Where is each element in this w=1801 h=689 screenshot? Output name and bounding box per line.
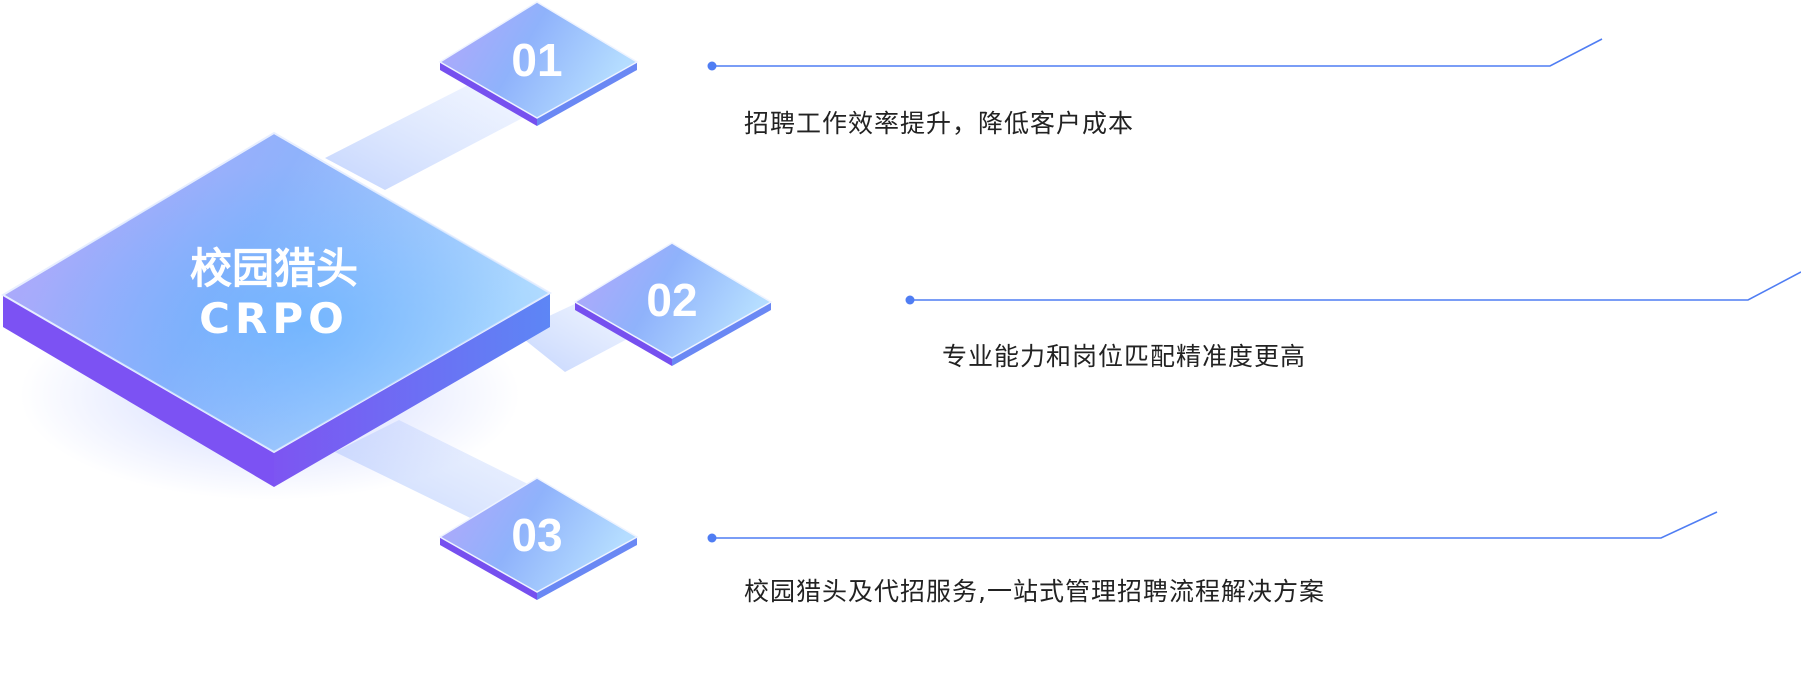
description-01: 招聘工作效率提升，降低客户成本: [744, 109, 1135, 138]
center-block-glow: [3, 133, 550, 452]
callout-dot-03: [707, 533, 717, 543]
tile-02-number: 02: [646, 274, 697, 326]
tile-01-side-left: [440, 62, 537, 126]
tile-03-top: [438, 477, 639, 593]
callout-dot-01: [707, 61, 717, 71]
tile-01-side-right: [537, 62, 637, 126]
tile-03-side-left: [440, 537, 537, 600]
tile-02-side-left: [575, 302, 672, 366]
number-tile-03: 03: [438, 477, 639, 600]
callout-line-02: [910, 271, 1801, 301]
description-02: 专业能力和岗位匹配精准度更高: [942, 342, 1307, 371]
callout-dot-02: [905, 295, 915, 305]
tile-01-top: [438, 1, 639, 119]
tile-02-side-right: [672, 302, 771, 366]
tile-03-number: 03: [511, 509, 562, 561]
center-block: 校园猎头 CRPO: [1, 131, 552, 487]
tile-01-number: 01: [511, 34, 562, 86]
center-block-side-left: [3, 295, 274, 487]
center-block-side-right: [274, 293, 550, 487]
number-tile-01: 01: [438, 1, 639, 126]
center-title: 校园猎头: [190, 244, 358, 293]
connector-beam-01: [325, 82, 534, 190]
center-subtitle: CRPO: [199, 294, 349, 343]
tile-02-top: [573, 242, 773, 359]
callout-line-03: [712, 511, 1718, 539]
callout-line-01: [712, 38, 1603, 67]
number-tile-02: 02: [573, 242, 773, 366]
tile-03-side-right: [537, 537, 637, 600]
description-03: 校园猎头及代招服务,一站式管理招聘流程解决方案: [744, 577, 1325, 606]
